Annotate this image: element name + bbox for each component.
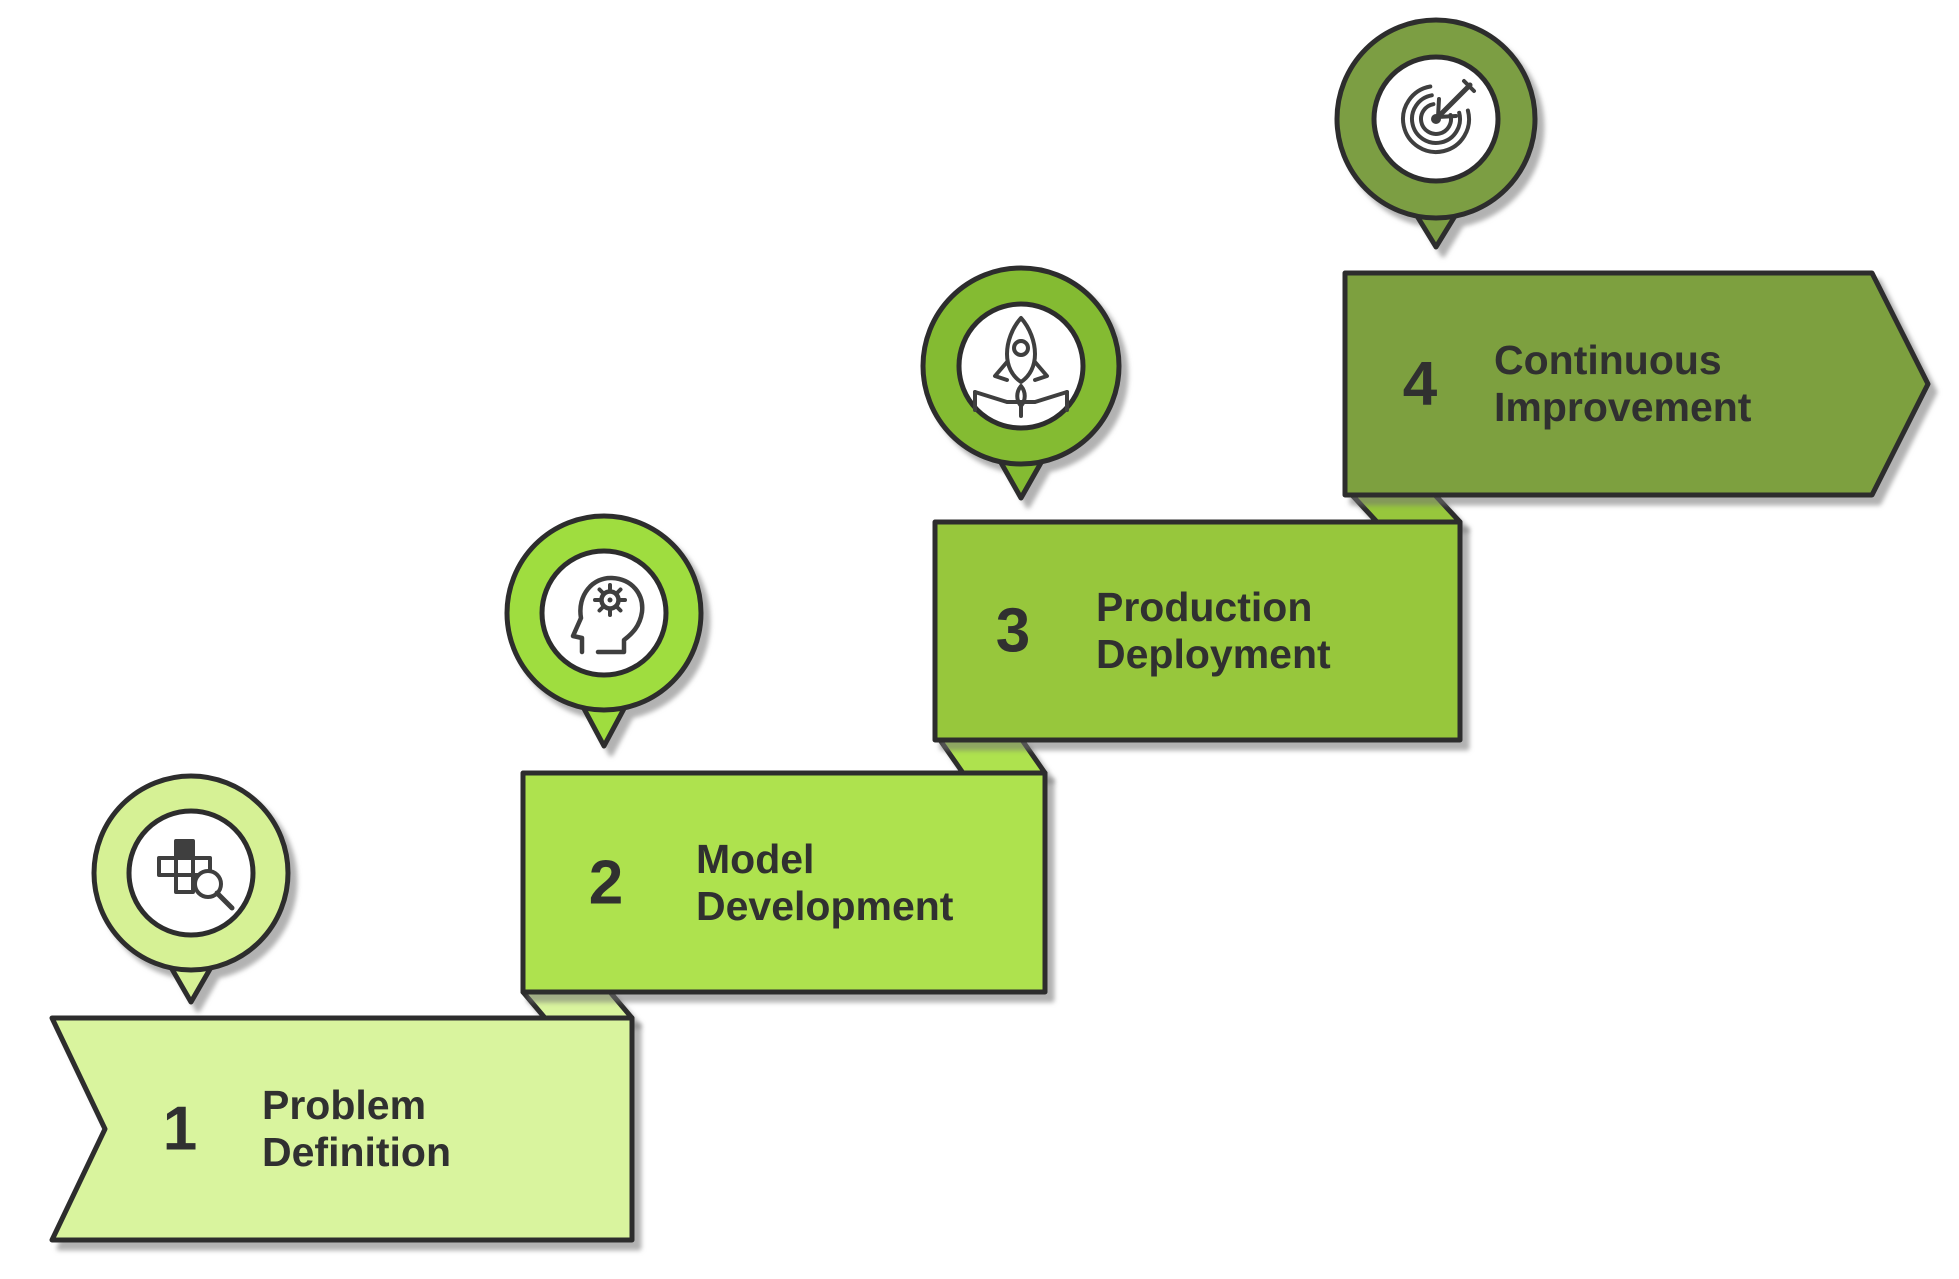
head-gear-icon	[570, 575, 645, 655]
connector-step-2-3	[937, 737, 1048, 776]
step-3-number: 3	[995, 596, 1031, 666]
step-2-label: Model Development	[696, 835, 954, 929]
grid-search-icon	[157, 839, 235, 911]
step-4-label: Continuous Improvement	[1494, 336, 1752, 430]
step-2-pin	[504, 513, 704, 749]
step-4-pin	[1334, 17, 1538, 250]
step-1-label: Problem Definition	[262, 1081, 452, 1175]
step-1-banner	[49, 1015, 635, 1243]
step-2-number: 2	[588, 848, 624, 918]
target-arrow-icon	[1401, 79, 1476, 154]
connector-step-3-4	[1349, 492, 1463, 525]
step-2-banner	[520, 770, 1048, 995]
step-4-banner	[1342, 270, 1931, 498]
step-1-number: 1	[162, 1094, 198, 1164]
step-3-banner	[932, 519, 1463, 743]
step-4-number: 4	[1402, 349, 1438, 419]
step-3-pin	[920, 265, 1122, 501]
connector-step-1-2	[520, 989, 635, 1021]
step-1-pin	[91, 773, 291, 1005]
rocket-launch-icon	[973, 316, 1069, 418]
step-3-label: Production Deployment	[1096, 583, 1331, 677]
